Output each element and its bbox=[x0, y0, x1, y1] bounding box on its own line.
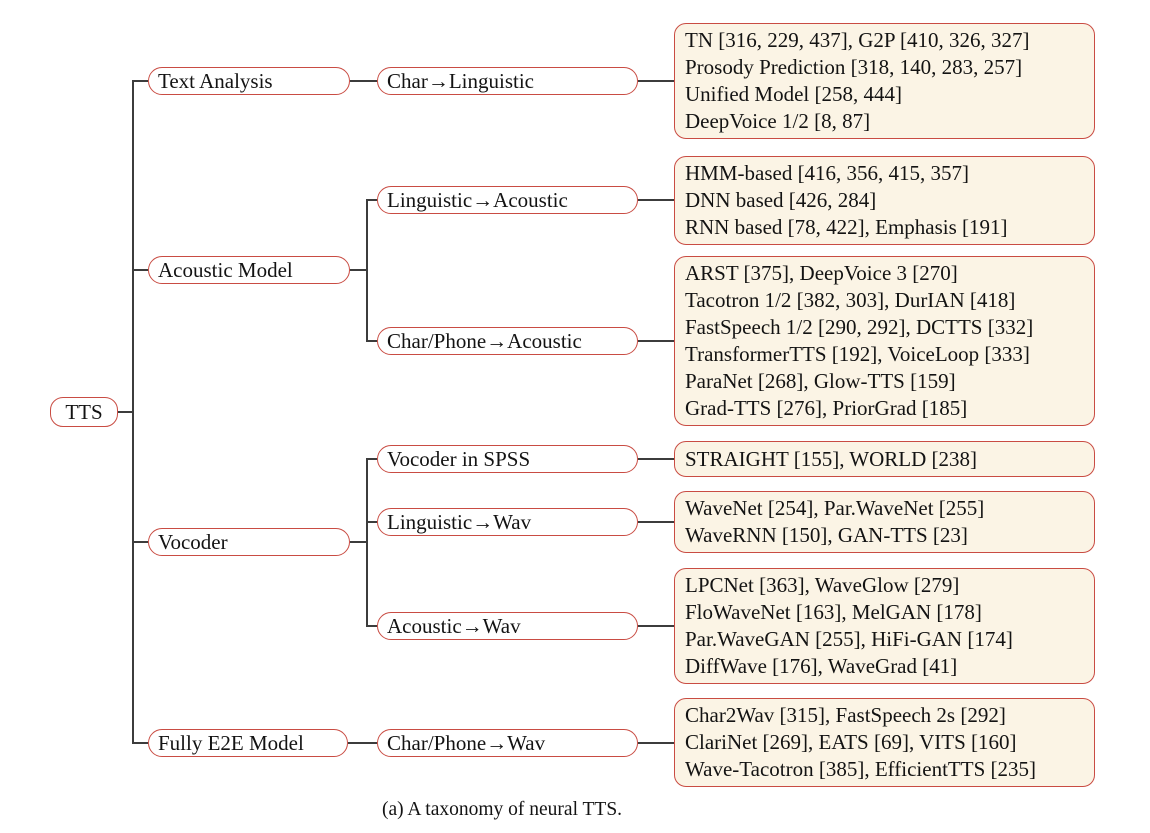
edge-char-linguistic-leaf bbox=[638, 80, 674, 82]
leaf-entry: Unified Model [258, 444] bbox=[685, 82, 902, 106]
leaf-entry: Prosody Prediction [318, 140, 283, 257] bbox=[685, 55, 1023, 79]
leaf-char-linguistic: TN [316, 229, 437], G2P [410, 326, 327] … bbox=[674, 23, 1095, 139]
leaf-entry: Tacotron 1/2 [382, 303], DurIAN [418] bbox=[685, 288, 1016, 312]
edge-acoustic-model-branch bbox=[350, 269, 368, 271]
leaf-entry: ARST [375], DeepVoice 3 [270] bbox=[685, 261, 958, 285]
leaf-entry: DNN based [426, 284] bbox=[685, 188, 877, 212]
node-acoustic-wav: Acoustic→Wav bbox=[377, 612, 638, 640]
node-label: Acoustic→Wav bbox=[387, 613, 521, 638]
node-tts-label: TTS bbox=[65, 399, 103, 424]
leaf-entry: Par.WaveGAN [255], HiFi-GAN [174] bbox=[685, 627, 1013, 651]
leaf-entry: RNN based [78, 422], Emphasis [191] bbox=[685, 215, 1008, 239]
edge-to-vocoder-spss bbox=[366, 458, 377, 460]
edge-to-linguistic-wav bbox=[366, 521, 377, 523]
leaf-entry: TN [316, 229, 437], G2P [410, 326, 327] bbox=[685, 28, 1030, 52]
node-vocoder-in-spss: Vocoder in SPSS bbox=[377, 445, 638, 473]
leaf-entry: ClariNet [269], EATS [69], VITS [160] bbox=[685, 730, 1017, 754]
leaf-entry: DeepVoice 1/2 [8, 87] bbox=[685, 109, 871, 133]
leaf-entry: WaveNet [254], Par.WaveNet [255] bbox=[685, 496, 985, 520]
leaf-entry: ParaNet [268], Glow-TTS [159] bbox=[685, 369, 956, 393]
leaf-acoustic-wav: LPCNet [363], WaveGlow [279] FloWaveNet … bbox=[674, 568, 1095, 684]
edge-acoustic-model-spine bbox=[366, 199, 368, 342]
edge-trunk-vocoder bbox=[132, 541, 148, 543]
edge-vocoder-branch bbox=[350, 541, 368, 543]
leaf-linguistic-acoustic: HMM-based [416, 356, 415, 357] DNN based… bbox=[674, 156, 1095, 245]
leaf-entry: WaveRNN [150], GAN-TTS [23] bbox=[685, 523, 968, 547]
edge-trunk-acoustic-model bbox=[132, 269, 148, 271]
edge-to-linguistic-acoustic bbox=[366, 199, 377, 201]
edge-char-phone-acoustic-leaf bbox=[638, 340, 674, 342]
node-label: Acoustic Model bbox=[158, 257, 293, 282]
edge-vocoder-spine bbox=[366, 458, 368, 627]
leaf-vocoder-in-spss: STRAIGHT [155], WORLD [238] bbox=[674, 441, 1095, 477]
edge-to-char-phone-acoustic bbox=[366, 340, 377, 342]
node-label: Char/Phone→Wav bbox=[387, 730, 546, 755]
leaf-entry: Wave-Tacotron [385], EfficientTTS [235] bbox=[685, 757, 1036, 781]
edge-char-phone-wav-leaf bbox=[638, 742, 674, 744]
edge-to-acoustic-wav bbox=[366, 625, 377, 627]
edge-linguistic-wav-leaf bbox=[638, 521, 674, 523]
edge-tts-trunk bbox=[118, 411, 133, 413]
edge-trunk bbox=[132, 80, 134, 744]
leaf-char-phone-wav: Char2Wav [315], FastSpeech 2s [292] Clar… bbox=[674, 698, 1095, 787]
leaf-entry: STRAIGHT [155], WORLD [238] bbox=[685, 446, 978, 471]
leaf-char-phone-acoustic: ARST [375], DeepVoice 3 [270] Tacotron 1… bbox=[674, 256, 1095, 426]
leaf-entry: FastSpeech 1/2 [290, 292], DCTTS [332] bbox=[685, 315, 1034, 339]
node-tts: TTS bbox=[50, 397, 118, 427]
node-label: Vocoder in SPSS bbox=[387, 446, 531, 471]
node-label: Linguistic→Acoustic bbox=[387, 187, 568, 212]
edge-acoustic-wav-leaf bbox=[638, 625, 674, 627]
node-linguistic-wav: Linguistic→Wav bbox=[377, 508, 638, 536]
node-label: Char/Phone→Acoustic bbox=[387, 328, 582, 353]
node-fully-e2e-model: Fully E2E Model bbox=[148, 729, 348, 757]
node-char-phone-acoustic: Char/Phone→Acoustic bbox=[377, 327, 638, 355]
figure-caption: (a) A taxonomy of neural TTS. bbox=[381, 799, 623, 820]
node-label: Vocoder bbox=[158, 529, 228, 554]
node-vocoder: Vocoder bbox=[148, 528, 350, 556]
node-label: Text Analysis bbox=[158, 68, 273, 93]
edge-trunk-text-analysis bbox=[132, 80, 148, 82]
node-label: Linguistic→Wav bbox=[387, 509, 532, 534]
node-text-analysis: Text Analysis bbox=[148, 67, 350, 95]
edge-linguistic-acoustic-leaf bbox=[638, 199, 674, 201]
edge-text-analysis-char-linguistic bbox=[350, 80, 377, 82]
leaf-entry: TransformerTTS [192], VoiceLoop [333] bbox=[685, 342, 1030, 366]
edge-trunk-fully-e2e bbox=[132, 742, 148, 744]
node-char-phone-wav: Char/Phone→Wav bbox=[377, 729, 638, 757]
leaf-entry: Char2Wav [315], FastSpeech 2s [292] bbox=[685, 703, 1006, 727]
leaf-entry: HMM-based [416, 356, 415, 357] bbox=[685, 161, 970, 185]
leaf-entry: Grad-TTS [276], PriorGrad [185] bbox=[685, 396, 968, 420]
node-label: Fully E2E Model bbox=[158, 730, 304, 755]
node-label: Char→Linguistic bbox=[387, 68, 534, 93]
edge-fully-e2e-char-phone-wav bbox=[348, 742, 377, 744]
edge-vocoder-spss-leaf bbox=[638, 458, 674, 460]
leaf-entry: LPCNet [363], WaveGlow [279] bbox=[685, 573, 960, 597]
node-acoustic-model: Acoustic Model bbox=[148, 256, 350, 284]
leaf-linguistic-wav: WaveNet [254], Par.WaveNet [255] WaveRNN… bbox=[674, 491, 1095, 553]
node-linguistic-acoustic: Linguistic→Acoustic bbox=[377, 186, 638, 214]
leaf-entry: FloWaveNet [163], MelGAN [178] bbox=[685, 600, 982, 624]
node-char-linguistic: Char→Linguistic bbox=[377, 67, 638, 95]
leaf-entry: DiffWave [176], WaveGrad [41] bbox=[685, 654, 958, 678]
